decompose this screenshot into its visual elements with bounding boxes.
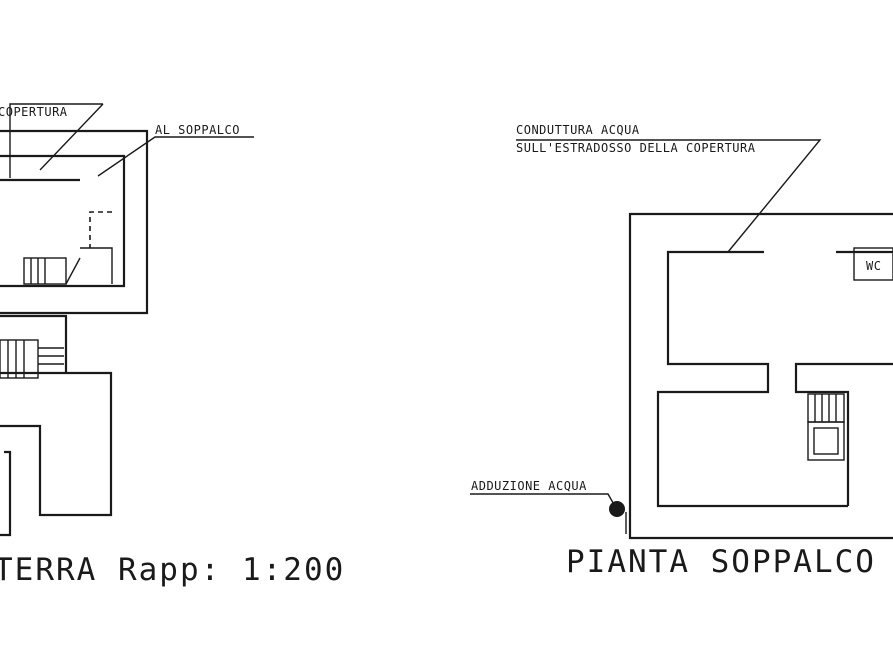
right-inner-stair	[807, 393, 845, 461]
right-floor-plan: WC	[470, 139, 893, 540]
wc-label: WC	[866, 259, 881, 273]
water-inlet-marker	[609, 501, 625, 517]
left-label-copertura: COPERTURA	[0, 105, 68, 119]
wc-fixture	[853, 247, 893, 281]
label-conduttura-line1: CONDUTTURA ACQUA	[516, 123, 640, 137]
label-adduzione: ADDUZIONE ACQUA	[471, 479, 587, 493]
right-plan-title: PIANTA SOPPALCO	[566, 544, 876, 580]
left-plan-title: TERRA Rapp: 1:200	[0, 552, 345, 588]
left-floor-plan	[0, 103, 254, 537]
left-label-al-soppalco: AL SOPPALCO	[155, 123, 240, 137]
label-conduttura-line2: SULL'ESTRADOSSO DELLA COPERTURA	[516, 141, 756, 155]
left-connecting-stair	[0, 314, 68, 379]
left-upper-stair	[23, 257, 81, 285]
